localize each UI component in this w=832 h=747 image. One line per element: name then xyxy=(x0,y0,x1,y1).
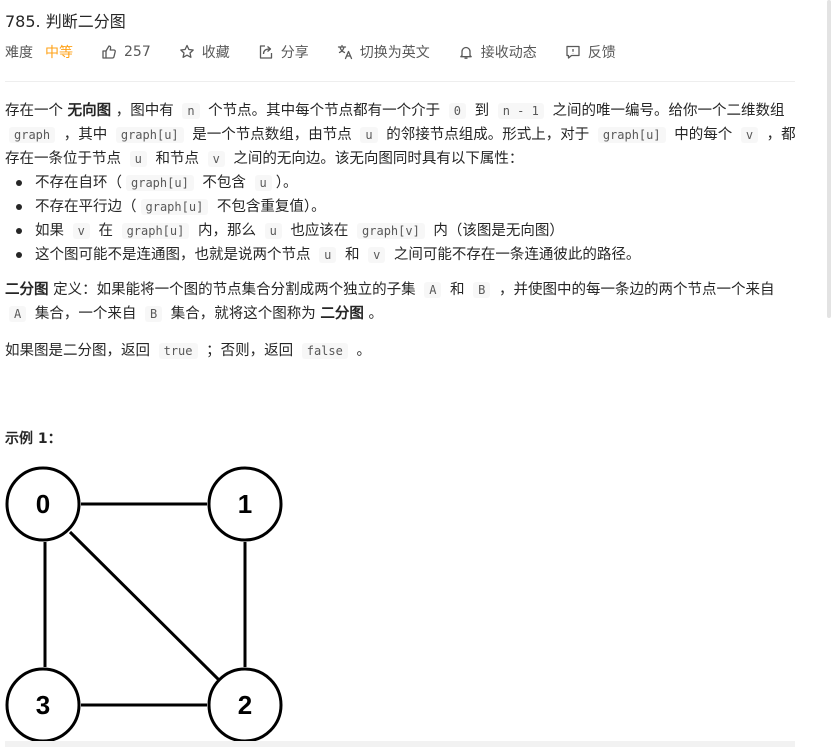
share-button[interactable]: 分享 xyxy=(258,42,309,62)
graph-node-label: 0 xyxy=(36,489,50,519)
bell-icon xyxy=(459,46,472,59)
inline-code: A xyxy=(424,282,442,298)
translate-icon xyxy=(337,44,352,60)
feedback-icon xyxy=(566,45,580,59)
example-graph-image: 0 1 3 2 xyxy=(5,466,283,743)
list-item: 如果 v 在 graph[u] 内，那么 u 也应该在 graph[v] 内（该… xyxy=(16,219,797,243)
list-item: 这个图可能不是连通图，也就是说两个节点 u 和 v 之间可能不存在一条连通彼此的… xyxy=(16,243,797,267)
share-icon xyxy=(259,45,272,59)
inline-code: B xyxy=(473,282,491,298)
problem-description: 存在一个 无向图 ，图中有 n 个节点。其中每个节点都有一个介于 0 到 n -… xyxy=(5,99,797,363)
scrollbar-track[interactable] xyxy=(826,0,832,747)
inline-code: graph[u] xyxy=(115,127,184,143)
difficulty: 难度 中等 xyxy=(5,42,73,62)
feedback-button[interactable]: 反馈 xyxy=(565,42,616,62)
graph-node-1 xyxy=(207,466,283,542)
divider xyxy=(5,81,795,82)
favorite-label: 收藏 xyxy=(201,45,230,61)
feedback-label: 反馈 xyxy=(587,45,616,61)
share-label: 分享 xyxy=(280,45,309,61)
description-paragraph-3: 如果图是二分图，返回 true ；否则，返回 false 。 xyxy=(5,343,371,359)
problem-meta-bar: 难度 中等 257 收藏 分享 xyxy=(5,42,644,62)
inline-code: graph[u] xyxy=(126,175,194,191)
difficulty-label: 难度 xyxy=(5,45,33,61)
inline-code: A xyxy=(9,306,27,322)
inline-code: graph[v] xyxy=(357,223,425,239)
thumbs-up-icon xyxy=(102,45,116,59)
inline-code: u xyxy=(319,247,337,263)
inline-code: n xyxy=(182,103,200,119)
property-list: 不存在自环（graph[u] 不包含 u）。 不存在平行边（graph[u] 不… xyxy=(5,171,797,267)
inline-code: u xyxy=(264,223,282,239)
subscribe-button[interactable]: 接收动态 xyxy=(458,42,537,62)
description-paragraph-2: 二分图 定义：如果能将一个图的节点集合分割成两个独立的子集 A 和 B ，并使图… xyxy=(5,282,775,322)
example-title: 示例 1： xyxy=(5,431,62,447)
scrollbar-thumb[interactable] xyxy=(827,0,831,318)
inline-code: n - 1 xyxy=(497,103,544,119)
subscribe-label: 接收动态 xyxy=(480,45,537,61)
graph-edge-0-2 xyxy=(68,530,221,682)
translate-label: 切换为英文 xyxy=(359,45,430,61)
star-icon xyxy=(179,44,194,58)
inline-code: B xyxy=(144,306,163,322)
inline-code: u xyxy=(129,151,147,167)
inline-code: graph[u] xyxy=(597,127,666,143)
description-paragraph-1: 存在一个 无向图 ，图中有 n 个节点。其中每个节点都有一个介于 0 到 n -… xyxy=(5,103,796,167)
inline-code: 0 xyxy=(448,103,467,119)
problem-title: 785. 判断二分图 xyxy=(5,12,126,31)
graph-node-label: 3 xyxy=(36,690,50,720)
inline-code: graph[u] xyxy=(140,199,209,215)
inline-code: graph[u] xyxy=(121,223,190,239)
bottom-border xyxy=(5,741,795,747)
inline-code: v xyxy=(368,247,386,263)
graph-node-label: 2 xyxy=(238,690,252,720)
graph-node-label: 1 xyxy=(238,489,252,519)
inline-code: v xyxy=(740,127,759,143)
list-item: 不存在自环（graph[u] 不包含 u）。 xyxy=(16,171,797,195)
inline-code: u xyxy=(360,127,378,143)
translate-button[interactable]: 切换为英文 xyxy=(337,42,430,62)
list-item: 不存在平行边（graph[u] 不包含重复值）。 xyxy=(16,195,797,219)
inline-code: graph xyxy=(9,127,56,143)
inline-code: false xyxy=(301,343,348,359)
inline-code: v xyxy=(207,151,225,167)
like-count: 257 xyxy=(124,44,151,60)
difficulty-value: 中等 xyxy=(45,45,73,61)
like-button[interactable]: 257 xyxy=(101,44,151,60)
inline-code: true xyxy=(158,343,198,359)
inline-code: u xyxy=(254,175,272,191)
graph-node-0 xyxy=(5,466,81,542)
favorite-button[interactable]: 收藏 xyxy=(179,42,230,62)
inline-code: v xyxy=(72,223,90,239)
